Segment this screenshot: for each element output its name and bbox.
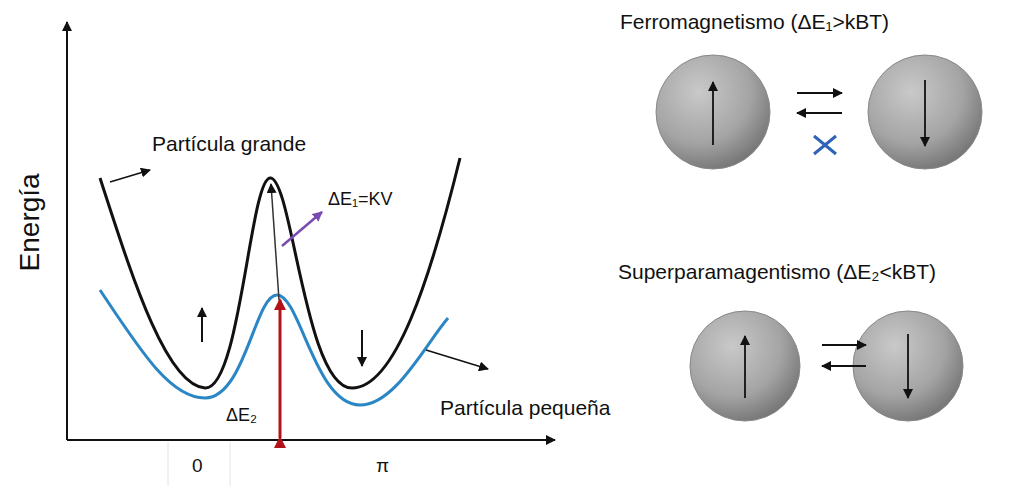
small-particle-curve	[100, 290, 448, 405]
moment-arrow	[201, 308, 203, 342]
tick-box	[230, 442, 231, 486]
regime-title: Superparamagentismo (ΔE₂<kBT)	[618, 260, 936, 283]
barrier-arrow	[271, 184, 279, 300]
switch-arrow	[797, 92, 842, 94]
curve-label: Partícula grande	[152, 132, 306, 155]
regime-title: Ferromagnetismo (ΔE₁>kBT)	[620, 10, 889, 33]
tick-box	[168, 442, 169, 486]
energy-label: ΔE₂	[226, 406, 257, 426]
moment-arrow	[744, 336, 746, 398]
moment-arrow	[907, 334, 909, 398]
barrier-arrow	[279, 300, 282, 438]
particle-sphere	[853, 311, 963, 421]
leader-arrow	[110, 170, 150, 182]
particle-sphere	[690, 311, 800, 421]
particle-sphere	[656, 55, 770, 169]
switch-arrow	[822, 344, 866, 346]
moment-arrow	[924, 80, 926, 146]
x-axis	[67, 439, 555, 441]
switch-arrow	[797, 112, 842, 114]
tick-label: π	[376, 456, 389, 477]
curve-label: Partícula pequeña	[440, 396, 610, 419]
energy-label: ΔE₁=KV	[328, 190, 393, 210]
moment-arrow	[712, 82, 714, 145]
y-axis	[66, 22, 68, 440]
leader-arrow	[282, 212, 322, 246]
moment-arrow	[361, 330, 363, 366]
switch-arrow	[822, 365, 866, 367]
leader-arrow	[426, 350, 488, 369]
tick-label: 0	[192, 456, 203, 477]
axis-label: Energía	[15, 173, 46, 271]
particle-sphere	[868, 55, 982, 169]
blocked-mark	[814, 136, 836, 154]
